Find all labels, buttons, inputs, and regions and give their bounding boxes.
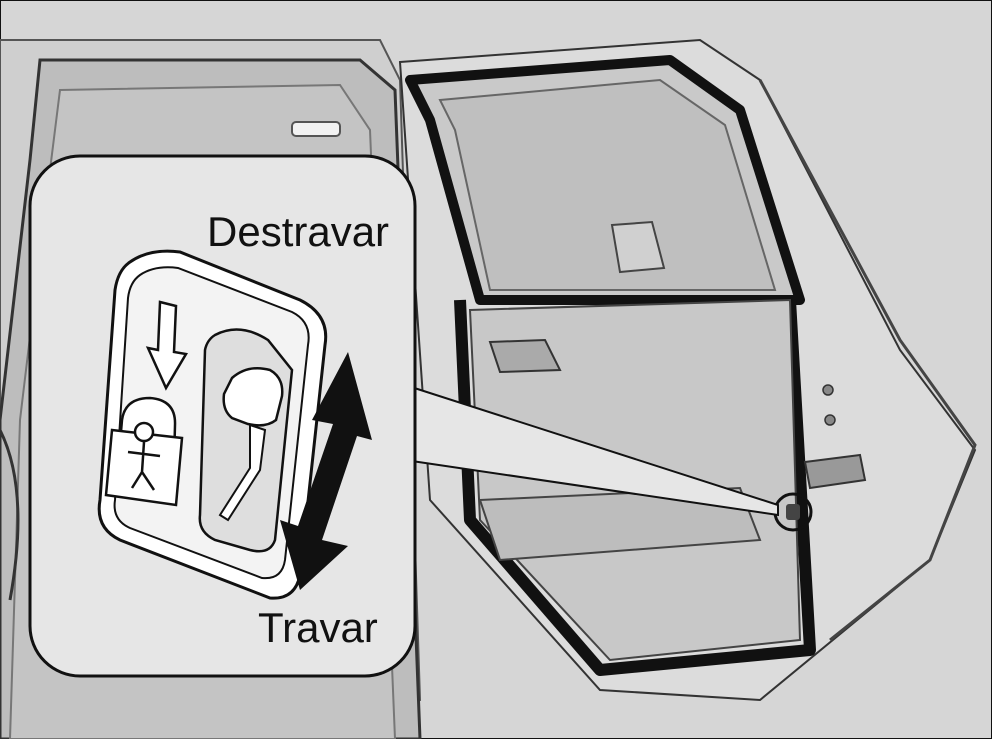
rear-door [398, 38, 977, 702]
child-figure-with-lock-icon [104, 396, 184, 507]
lock-lever [222, 367, 284, 427]
lock-label: Travar [258, 604, 378, 651]
down-arrow-icon [145, 300, 188, 391]
double-headed-arrow-icon [280, 352, 372, 590]
unlock-label: Destravar [207, 208, 390, 255]
child-lock-detail [97, 249, 328, 600]
